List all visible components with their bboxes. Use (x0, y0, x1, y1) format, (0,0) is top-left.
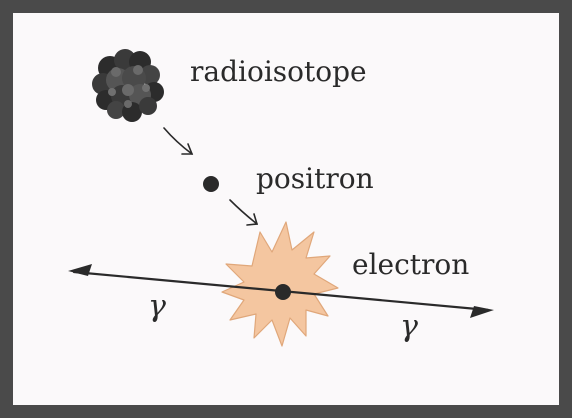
electron-dot (275, 284, 291, 300)
positron-dot (203, 176, 219, 192)
emission-arrow (163, 127, 194, 155)
gamma-label-right: γ (400, 309, 418, 344)
gamma-arrowhead-right (470, 306, 494, 318)
positron-label: positron (256, 162, 374, 195)
annihilation-burst-icon (221, 221, 339, 347)
radioisotope-label: radioisotope (190, 55, 367, 88)
radioisotope-cluster-icon (92, 49, 164, 122)
positron-path-arrow (229, 199, 259, 226)
gamma-arrowhead-left (68, 264, 92, 276)
electron-label: electron (352, 248, 469, 281)
gamma-label-left: γ (148, 289, 166, 324)
